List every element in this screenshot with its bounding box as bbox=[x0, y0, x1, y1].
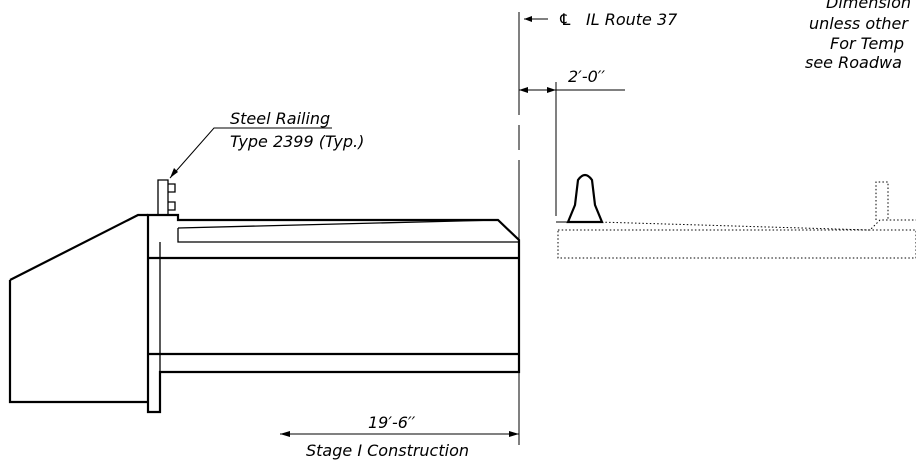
note-line-2: unless other bbox=[809, 14, 909, 33]
future-railing-post bbox=[875, 181, 889, 220]
stage-two-section bbox=[556, 173, 916, 259]
temporary-barrier bbox=[566, 173, 604, 224]
stage-dimension-value: 19′-6′′ bbox=[368, 413, 416, 432]
steel-railing-post bbox=[157, 179, 176, 215]
offset-dimension-label: 2′-0′′ bbox=[568, 67, 605, 86]
offset-dimension: 2′-0′′ bbox=[519, 67, 625, 216]
railing-leader-arrow bbox=[170, 168, 178, 178]
main-girder-outline bbox=[146, 213, 521, 414]
future-deck-outline bbox=[557, 229, 916, 259]
railing-label-line1: Steel Railing bbox=[230, 109, 330, 128]
stage-construction-label: Stage I Construction bbox=[306, 441, 469, 460]
stage-dimension: 19′-6′′ Stage I Construction bbox=[280, 413, 519, 460]
deck-top-line bbox=[177, 219, 499, 229]
curb-outline bbox=[177, 228, 519, 243]
future-slab-top bbox=[597, 219, 916, 231]
note-line-4: see Roadwa bbox=[805, 53, 902, 72]
note-line-3: For Temp bbox=[830, 34, 904, 53]
centerline-symbol: ℄ bbox=[558, 10, 572, 29]
note-line-1: Dimension bbox=[826, 0, 911, 12]
railing-label-line2: Type 2399 (Typ.) bbox=[230, 132, 364, 151]
general-note: Dimension unless other For Temp see Road… bbox=[805, 0, 911, 72]
left-overhang-outline bbox=[8, 213, 148, 404]
stage-one-section bbox=[8, 179, 521, 414]
centerline-route: ℄ IL Route 37 bbox=[518, 10, 678, 445]
railing-leader-line bbox=[169, 127, 332, 179]
centerline-route-label: IL Route 37 bbox=[586, 10, 678, 29]
